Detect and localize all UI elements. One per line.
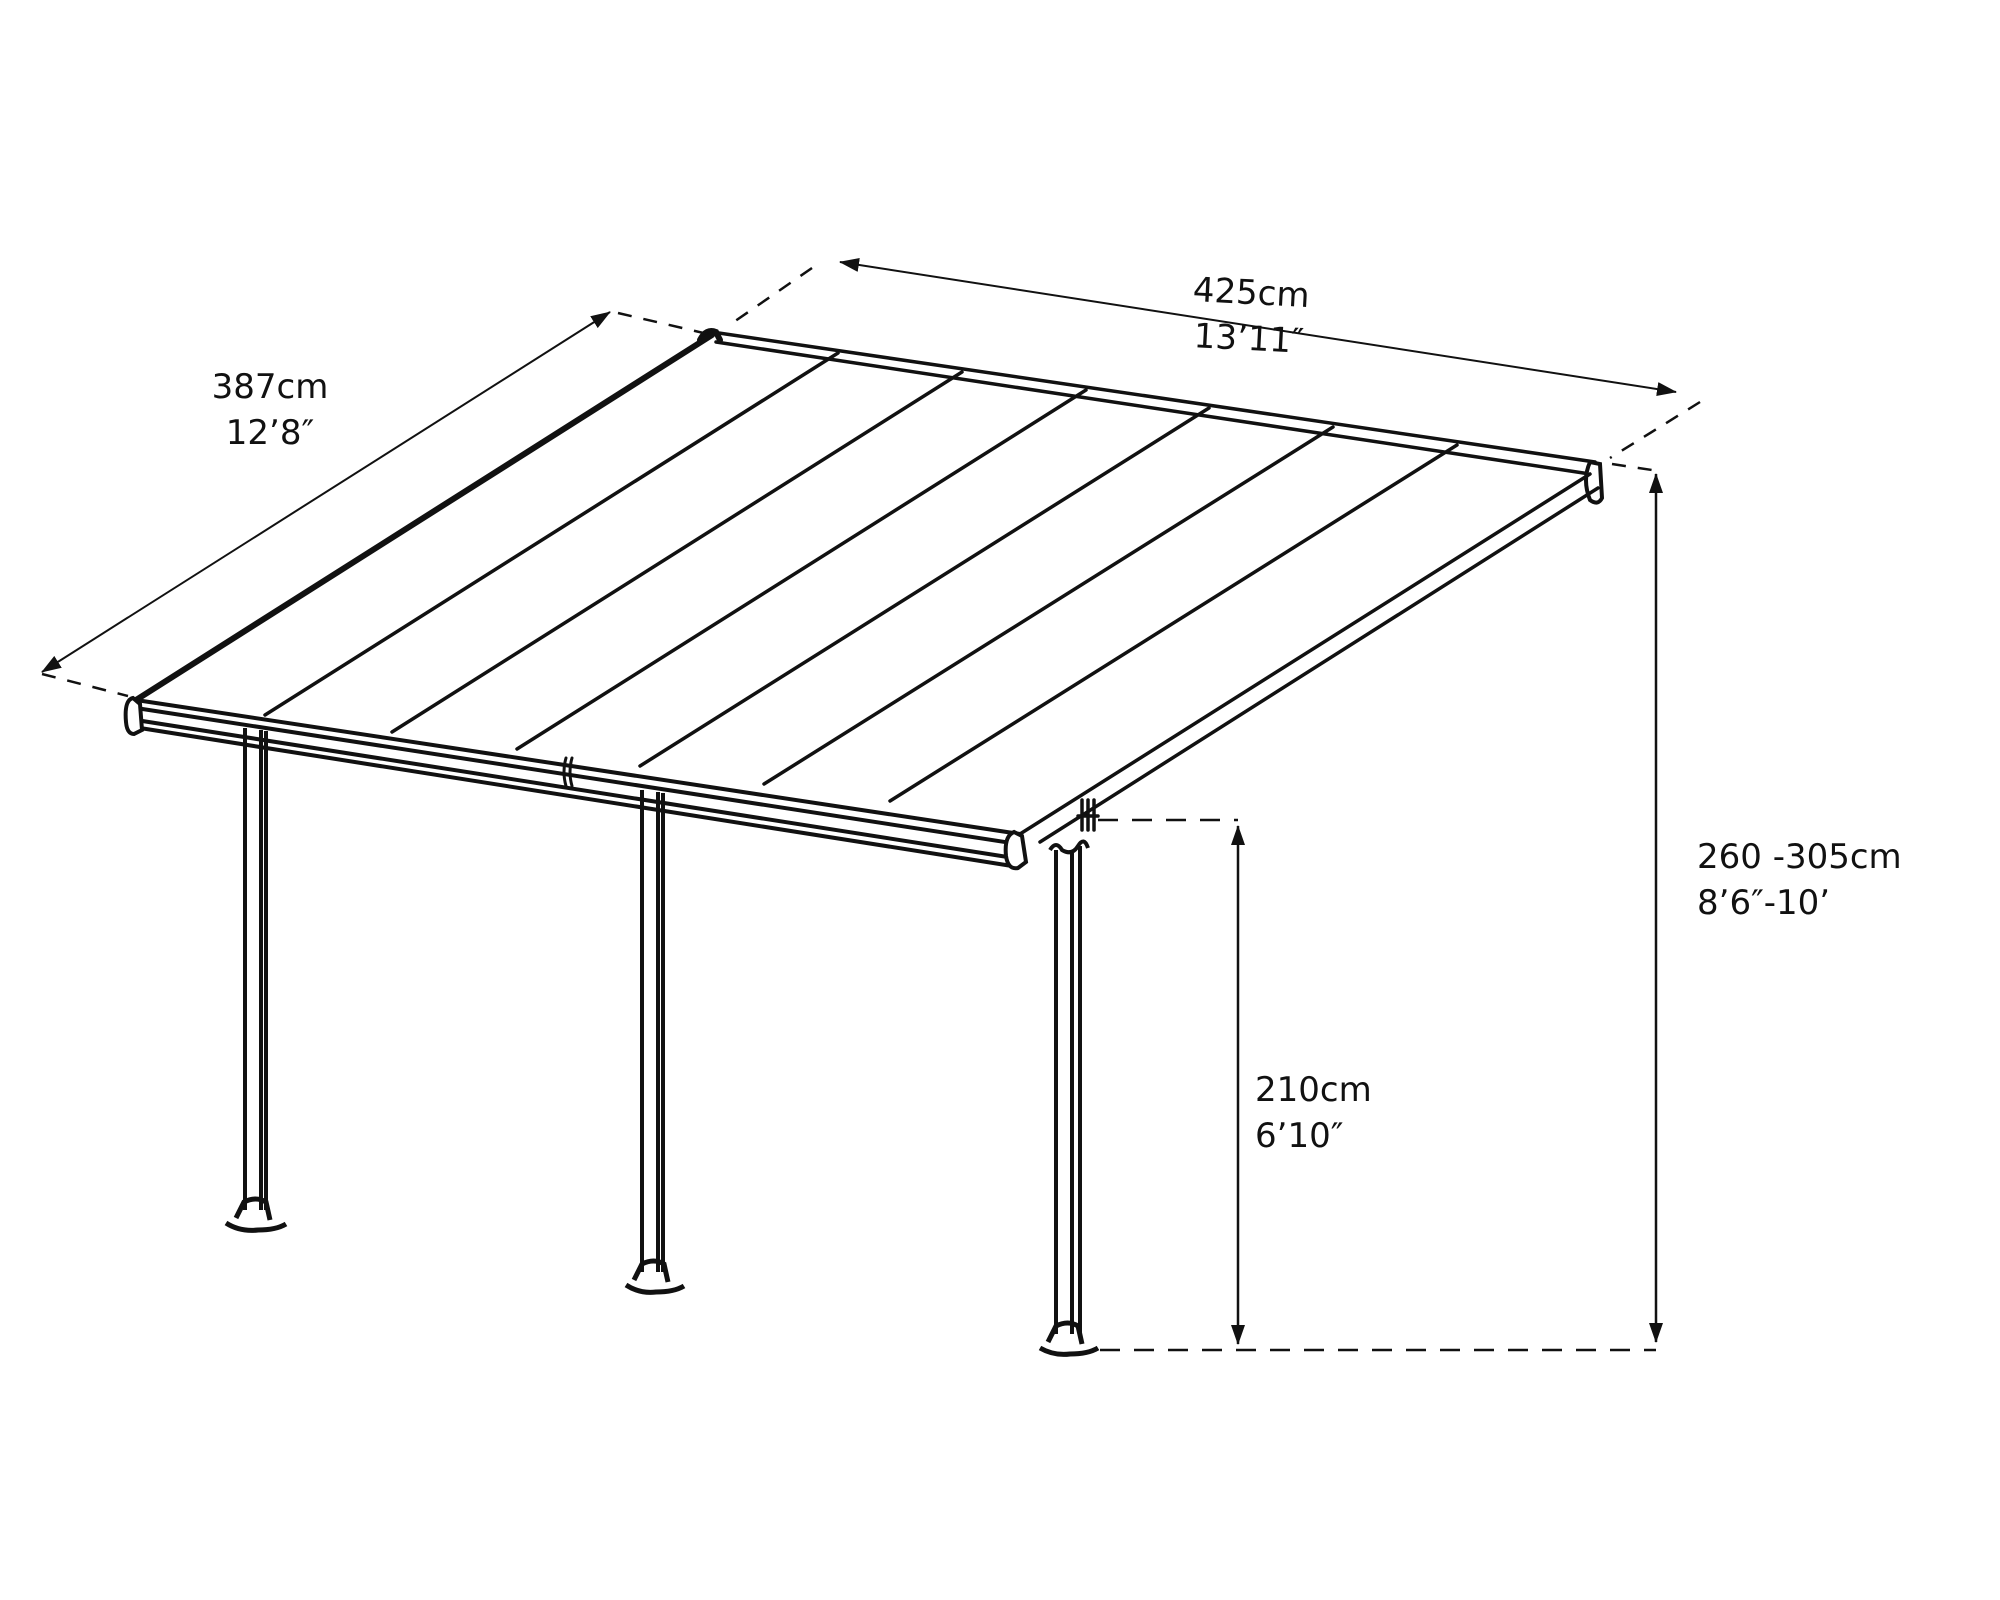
total-height-label: 260 -305cm 8’6″-10’ — [1697, 834, 1902, 926]
clearance-height-imperial: 6’10″ — [1255, 1116, 1344, 1156]
wall-beam — [710, 330, 1597, 476]
panel-dividers — [263, 351, 1459, 803]
total-height-extension-top — [1611, 462, 1653, 472]
depth-metric: 387cm — [211, 367, 329, 407]
depth-extension-top — [617, 311, 709, 336]
post-middle — [624, 790, 686, 1295]
right-rafter — [1018, 472, 1600, 844]
depth-imperial: 12’8″ — [225, 413, 315, 453]
total-height-imperial: 8’6″-10’ — [1697, 883, 1831, 923]
width-label: 425cm 13’11″ — [1178, 266, 1323, 365]
clearance-height-label: 210cm 6’10″ — [1255, 1067, 1372, 1159]
width-extension-right — [1609, 400, 1701, 460]
depth-extension-bottom — [41, 672, 129, 698]
wall-beam-right-cap-icon — [1584, 459, 1605, 505]
dimension-lines — [41, 258, 1701, 1352]
gutter-joint — [562, 756, 568, 788]
width-dimension-arrow — [839, 258, 1677, 396]
total-height-metric: 260 -305cm — [1697, 837, 1902, 877]
gutter-right-cap-icon — [1003, 829, 1029, 871]
gutter-left-cap-icon — [123, 695, 145, 737]
wall-beam-left-cap-icon — [697, 328, 723, 343]
post-left — [224, 728, 288, 1233]
post-base-icon — [624, 1258, 686, 1295]
width-metric: 425cm — [1191, 270, 1311, 317]
post-right — [1038, 839, 1100, 1357]
width-extension-left — [727, 266, 813, 328]
gutter-joint — [568, 756, 574, 788]
corner-bracket — [1076, 798, 1100, 832]
roof — [123, 328, 1605, 871]
width-imperial: 13’11″ — [1192, 316, 1305, 362]
depth-dimension-arrow — [41, 311, 611, 673]
front-gutter — [134, 698, 1022, 868]
posts — [224, 728, 1100, 1357]
clearance-height-metric: 210cm — [1255, 1070, 1372, 1110]
post-base-icon — [224, 1196, 288, 1233]
depth-label: 387cm 12’8″ — [200, 364, 340, 456]
post-base-icon — [1038, 1320, 1100, 1357]
